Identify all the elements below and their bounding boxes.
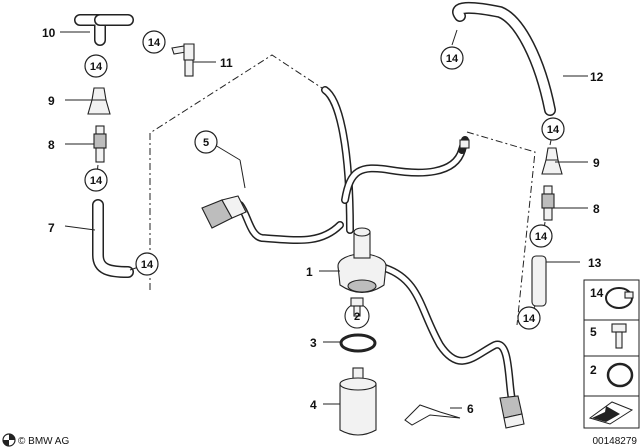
callout-circle-14-c: 14 — [84, 168, 108, 192]
label-7: 7 — [48, 221, 55, 235]
legend-box-14: 14 — [583, 279, 640, 321]
label-4: 4 — [310, 398, 317, 412]
hose-7 — [92, 199, 134, 278]
svg-text:14: 14 — [535, 231, 548, 243]
right-group-outline — [466, 131, 536, 326]
callout-circle-5: 5 — [194, 130, 218, 154]
label-1: 1 — [306, 265, 313, 279]
hose-13 — [531, 255, 547, 307]
clip-6 — [404, 404, 461, 426]
legend-label-2: 2 — [590, 363, 597, 377]
svg-text:14: 14 — [523, 313, 536, 325]
legend-label-14: 14 — [590, 286, 604, 300]
footer-brand: © BMW AG — [18, 436, 69, 447]
label-6: 6 — [467, 402, 474, 416]
label-12: 12 — [590, 70, 604, 84]
hose-assembly — [236, 86, 516, 404]
label-9-left: 9 — [48, 94, 55, 108]
svg-text:14: 14 — [90, 61, 103, 73]
elbow-hose-10 — [74, 14, 134, 46]
label-9-right: 9 — [593, 156, 600, 170]
valve-1 — [337, 227, 387, 294]
screw-2 — [344, 297, 370, 329]
label-11: 11 — [220, 56, 233, 70]
svg-text:14: 14 — [90, 175, 103, 187]
label-8-right: 8 — [593, 202, 600, 216]
svg-text:5: 5 — [203, 137, 209, 149]
svg-text:14: 14 — [148, 37, 161, 49]
legend-box-2: 2 — [583, 355, 640, 397]
label-13: 13 — [588, 256, 602, 270]
label-8-left: 8 — [48, 138, 55, 152]
nozzle-9-left — [87, 87, 111, 115]
left-group-outline — [149, 54, 326, 290]
callout-circle-14-d: 14 — [135, 252, 159, 276]
callout-circle-14-a: 14 — [142, 30, 166, 54]
callout-circle-2: 2 — [354, 311, 360, 323]
callout-circle-14-f: 14 — [541, 117, 565, 141]
svg-text:14: 14 — [141, 259, 154, 271]
footer-part-number: 00148279 — [593, 436, 638, 447]
hose-12 — [452, 1, 556, 116]
footer: © BMW AG 00148279 — [2, 433, 638, 447]
connector-6-end — [499, 395, 525, 429]
connector-5 — [201, 195, 247, 229]
valve-8-right — [541, 185, 555, 221]
valve-8-left — [93, 125, 107, 163]
bmw-logo-icon — [2, 433, 16, 447]
connector-11 — [171, 43, 195, 77]
callout-circle-14-b: 14 — [84, 54, 108, 78]
legend-box-arrow — [583, 395, 640, 429]
nozzle-9-right — [541, 147, 563, 175]
callout-circle-14-h: 14 — [517, 306, 541, 330]
svg-text:14: 14 — [547, 124, 560, 136]
legend-box-5: 5 — [583, 319, 640, 357]
callout-circle-14-g: 14 — [529, 224, 553, 248]
callout-circle-14-e: 14 — [440, 46, 464, 70]
svg-text:14: 14 — [446, 53, 459, 65]
label-3: 3 — [310, 336, 317, 350]
svg-text:2: 2 — [354, 311, 360, 323]
label-10: 10 — [42, 26, 56, 40]
o-ring-3 — [339, 333, 377, 353]
filter-4 — [339, 367, 377, 436]
legend-label-5: 5 — [590, 325, 597, 339]
